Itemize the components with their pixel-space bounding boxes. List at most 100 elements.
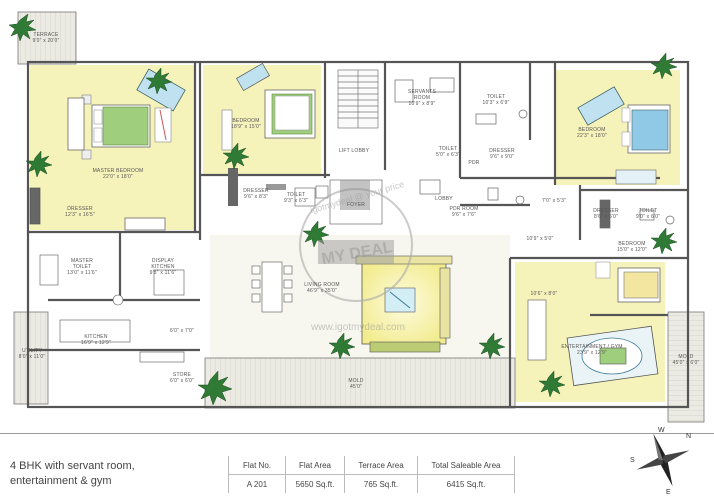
label-line: ENTERTAINMENT / GYM <box>561 344 622 350</box>
label-line: 45'0" x 6'0" <box>672 360 699 366</box>
label-line: 6'0" x 6'0" <box>170 378 194 384</box>
label-line: 10'9" x 5'0" <box>526 236 553 242</box>
header-total-saleable-area: Total Saleable Area <box>417 456 515 475</box>
label-line: SERVANTS <box>408 89 437 95</box>
staircase <box>337 69 379 129</box>
label-line: 12'3" x 16'5" <box>65 212 95 218</box>
header-flat-no: Flat No. <box>228 456 286 475</box>
compass-s: S <box>630 457 635 464</box>
label-line: 7'0" x 5'3" <box>542 198 566 204</box>
label-line: 23'9" x 12'9" <box>577 350 607 356</box>
label-line: 22'0" x 18'0" <box>103 174 133 180</box>
header-flat-area: Flat Area <box>285 456 345 475</box>
caption-line-1: 4 BHK with servant room, <box>10 460 135 472</box>
label-line: BEDROOM <box>618 241 645 247</box>
label-line: FOYER <box>347 202 365 208</box>
label-line: 9'3" x 6'3" <box>284 198 308 204</box>
label-line: DRESSER <box>489 148 515 154</box>
watermark-logo <box>299 180 413 302</box>
label-line: MOLD <box>348 378 363 384</box>
label-line: 9'8" x 11'6" <box>150 270 177 276</box>
label-line: 13'0" x 11'6" <box>67 270 97 276</box>
footer-divider <box>0 433 714 434</box>
label-line: 5'0" x 6'3" <box>436 152 460 158</box>
label-line: DRESSER <box>593 208 619 214</box>
label-line: TOILET <box>73 264 92 270</box>
bedroom-right-bed <box>577 86 671 185</box>
label-line: TOILET <box>487 94 506 100</box>
label-line: 9'0" x 20'0" <box>32 38 59 44</box>
terrace-top-left <box>17 11 77 65</box>
compass-e: E <box>666 489 671 496</box>
label-line: BEDROOM <box>578 127 605 133</box>
label-right-dim-1: 7'0" x 5'3" <box>542 198 566 204</box>
plan-caption: 4 BHK with servant room, entertainment &… <box>10 459 210 489</box>
cell-total-saleable-area: 6415 Sq.ft. <box>417 474 515 493</box>
label-line: LIVING ROOM <box>304 282 340 288</box>
label-line: 45'0" <box>350 384 362 390</box>
label-line: 8'6" x 6'0" <box>594 214 618 220</box>
label-lobby: LOBBY <box>435 196 453 202</box>
bedroom-mid-bed <box>221 62 316 151</box>
label-line: 9'6" x 7'6" <box>452 212 476 218</box>
watermark-url: www.igotmydeal.com <box>310 322 405 333</box>
label-line: KITCHEN <box>151 264 175 270</box>
label-line: MASTER <box>71 258 93 264</box>
compass-w: W <box>658 427 665 434</box>
label-line: 16'9" x 12'9" <box>81 340 111 346</box>
label-lift-lobby: LIFT LOBBY <box>339 148 370 154</box>
label-line: TERRACE <box>33 32 59 38</box>
label-line: 15'0" x 12'0" <box>617 247 647 253</box>
master-study <box>29 97 166 231</box>
master-bed <box>81 94 151 160</box>
cell-flat-no: A 201 <box>228 474 286 493</box>
label-line: BEDROOM <box>232 118 259 124</box>
gym-equipment <box>527 299 659 387</box>
walls <box>26 60 690 409</box>
label-line: 10'3" x 6'9" <box>482 100 509 106</box>
header-terrace-area: Terrace Area <box>344 456 418 475</box>
label-line: 10'9" x 8'9" <box>408 101 435 107</box>
label-line: TOILET <box>639 208 658 214</box>
label-line: 18'9" x 15'0" <box>231 124 261 130</box>
label-line: LIFT LOBBY <box>339 148 370 154</box>
bedroom-lower-right-bed <box>595 261 661 303</box>
caption-line-2: entertainment & gym <box>10 475 112 487</box>
label-foyer: FOYER <box>347 202 365 208</box>
label-line: UTILITY <box>22 348 42 354</box>
label-corridor-dim: 10'9" x 5'0" <box>526 236 553 242</box>
label-line: PDR ROOM <box>449 206 478 212</box>
flat-area-table: Flat No. Flat Area Terrace Area Total Sa… <box>228 456 515 493</box>
table-header-row: Flat No. Flat Area Terrace Area Total Sa… <box>228 456 515 475</box>
compass-rose-icon: W N S E <box>630 427 691 496</box>
label-line: DRESSER <box>67 206 93 212</box>
label-line: TOILET <box>287 192 306 198</box>
cell-terrace-area: 765 Sq.ft. <box>344 474 418 493</box>
label-line: 8'0" x 11'0" <box>19 354 46 360</box>
compass-n: N <box>686 433 691 440</box>
label-line: TOILET <box>439 146 458 152</box>
living-sofa-set <box>355 255 453 353</box>
label-line: 22'3" x 18'0" <box>577 133 607 139</box>
label-dining: 6'0" x 7'0" <box>170 328 194 334</box>
